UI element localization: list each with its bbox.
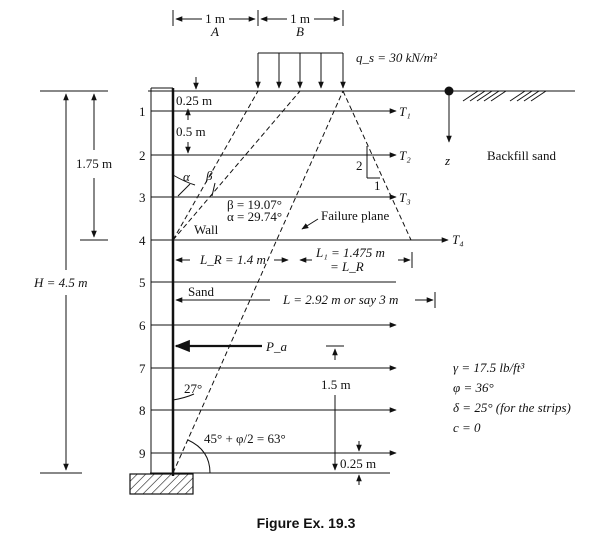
origin-point [444, 86, 454, 96]
slope-h: 1 [374, 178, 381, 193]
strip-number-2: 2 [139, 148, 146, 163]
surcharge-load: q_s = 30 kN/m² [255, 50, 438, 89]
angle-63-arc [187, 439, 211, 474]
property-c: c = 0 [453, 420, 481, 435]
property-phi: φ = 36° [453, 380, 494, 395]
alpha-pointer [177, 183, 191, 197]
backfill-label: Backfill sand [487, 148, 556, 163]
strip-number-6: 6 [139, 318, 146, 333]
angle-27: 27° [184, 381, 202, 396]
alpha-label: α [183, 169, 191, 184]
dim-a-label: A [210, 24, 219, 39]
total-length-label: L = 2.92 m or say 3 m [282, 292, 398, 307]
failure-plane-label: Failure plane [321, 208, 389, 223]
soil-properties: γ = 17.5 lb/ft³ φ = 36° δ = 25° (for the… [453, 360, 571, 435]
strip-numbers: 1 2 3 4 5 6 7 8 9 [139, 104, 146, 461]
dim-b-label: B [296, 24, 304, 39]
lr-label: L_R = 1.4 m [199, 252, 266, 267]
construction-lines [172, 90, 412, 474]
line-from-a [172, 90, 259, 241]
failure-plane-line [172, 90, 344, 474]
dim-15: 1.5 m [321, 345, 351, 471]
strip-number-5: 5 [139, 275, 146, 290]
slope-indicator: 2 1 [356, 146, 381, 193]
sand-label: Sand [188, 284, 215, 299]
line-from-b [172, 90, 301, 241]
figure-caption: Figure Ex. 19.3 [257, 515, 356, 531]
beta-label: β [205, 168, 213, 183]
angle-63: 45° + φ/2 = 63° [204, 431, 286, 446]
strip-number-9: 9 [139, 446, 146, 461]
strips [151, 108, 449, 456]
property-gamma: γ = 17.5 lb/ft³ [453, 360, 525, 375]
length-dimensions: L_R = 1.4 m L₁ = 1.475 m = L_R [175, 245, 413, 274]
ground-hatch [462, 90, 547, 102]
strip-number-3: 3 [139, 190, 146, 205]
angle-27-arc [172, 393, 195, 401]
tension-t4: T₄ [452, 232, 464, 247]
footing [129, 473, 194, 495]
slope-v: 2 [356, 158, 363, 173]
l1-line1: L₁ = 1.475 m [315, 245, 385, 260]
tension-t1: T₁ [399, 104, 411, 119]
wall-label: Wall [194, 222, 219, 237]
z-axis-label: z [444, 153, 450, 168]
strip-spacing: 0.5 m [176, 124, 206, 139]
pa-label: P_a [265, 339, 287, 354]
dim-a-width: 1 m [205, 11, 225, 26]
l1-line2: = L_R [330, 259, 364, 274]
beta-pointer [211, 182, 216, 197]
total-length-dimension: L = 2.92 m or say 3 m [175, 292, 436, 308]
beta-value: β = 19.07° [227, 197, 282, 212]
slope-line [342, 90, 412, 241]
surcharge-label: q_s = 30 kN/m² [356, 50, 438, 65]
wall-height: H = 4.5 m [33, 275, 88, 290]
height-15: 1.5 m [321, 377, 351, 392]
dim-b-width: 1 m [290, 11, 310, 26]
alpha-arc [172, 174, 196, 186]
strip-number-4: 4 [139, 233, 146, 248]
strip-number-1: 1 [139, 104, 146, 119]
top-spacing: 0.25 m [176, 93, 212, 108]
strip-number-7: 7 [139, 361, 146, 376]
strip-number-8: 8 [139, 403, 146, 418]
tension-t3: T₃ [399, 190, 411, 205]
left-dimensions: 1.75 m H = 4.5 m [33, 90, 112, 474]
tension-t2: T₂ [399, 148, 411, 163]
bottom-spacing: 0.25 m [340, 456, 376, 471]
alpha-value: α = 29.74° [227, 209, 282, 224]
property-delta: δ = 25° (for the strips) [453, 400, 571, 415]
top-dimensions: 1 m A 1 m B [172, 10, 344, 39]
depth-175: 1.75 m [76, 156, 112, 171]
failure-plane-pointer [301, 218, 319, 230]
